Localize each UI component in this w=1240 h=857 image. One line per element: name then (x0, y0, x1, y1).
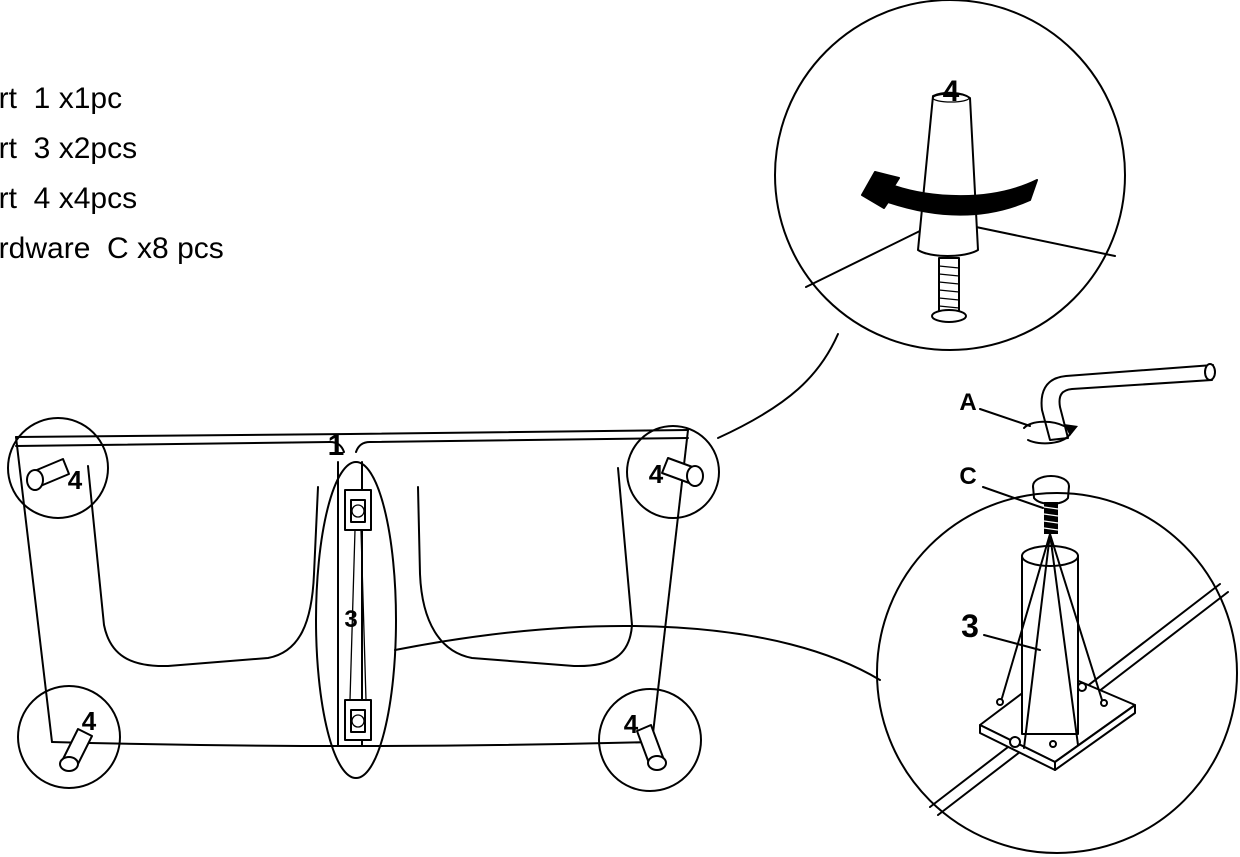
callout-leg-bottom-left: 4 (82, 706, 97, 736)
post-plate-top (344, 489, 372, 531)
leg-circle-bottom-left (17, 685, 121, 789)
allen-key (1023, 363, 1216, 445)
parts-list: art 1 x1pc art 3 x2pcs art 4 x4pcs ardwa… (0, 74, 224, 274)
connector-line-post-detail (394, 625, 881, 681)
tabletop-drawing (7, 417, 720, 792)
parts-list-item: art 3 x2pcs (0, 132, 138, 165)
callout-leg-bottom-right: 4 (624, 709, 639, 739)
callout-detail-leg: 4 (943, 75, 960, 108)
leg-top-right (661, 457, 704, 487)
callout-leg-top-right: 4 (649, 459, 664, 489)
connector-line-leg-detail (717, 333, 839, 439)
parts-list-item: ardware C x8 pcs (0, 232, 224, 265)
leg-circle-bottom-right (598, 688, 702, 792)
bolt-c (1032, 475, 1070, 534)
rotation-arrow-small-icon (1023, 420, 1071, 445)
leg-bottom-left (59, 728, 93, 772)
detail-post-mount (876, 492, 1238, 854)
parts-list-item: art 4 x4pcs (0, 182, 138, 215)
leg-circle-top-left (7, 417, 109, 519)
callout-detail-post: 3 (961, 608, 979, 644)
post-plate-bottom (344, 699, 372, 741)
parts-list-item: art 1 x1pc (0, 82, 123, 115)
leg-bottom-right (636, 724, 667, 771)
callout-tabletop: 1 (328, 429, 345, 462)
detail-leg-screw (774, 0, 1126, 351)
leg-circle-top-right (626, 425, 720, 519)
rotation-arrow-icon (861, 171, 1038, 216)
callout-detail-wrench: A (959, 389, 976, 416)
callout-detail-bolt: C (959, 463, 976, 490)
leg-top-left (26, 458, 70, 491)
callout-post-center: 3 (344, 606, 357, 633)
callout-leg-top-left: 4 (68, 465, 83, 495)
post-ellipse-center (315, 461, 397, 779)
